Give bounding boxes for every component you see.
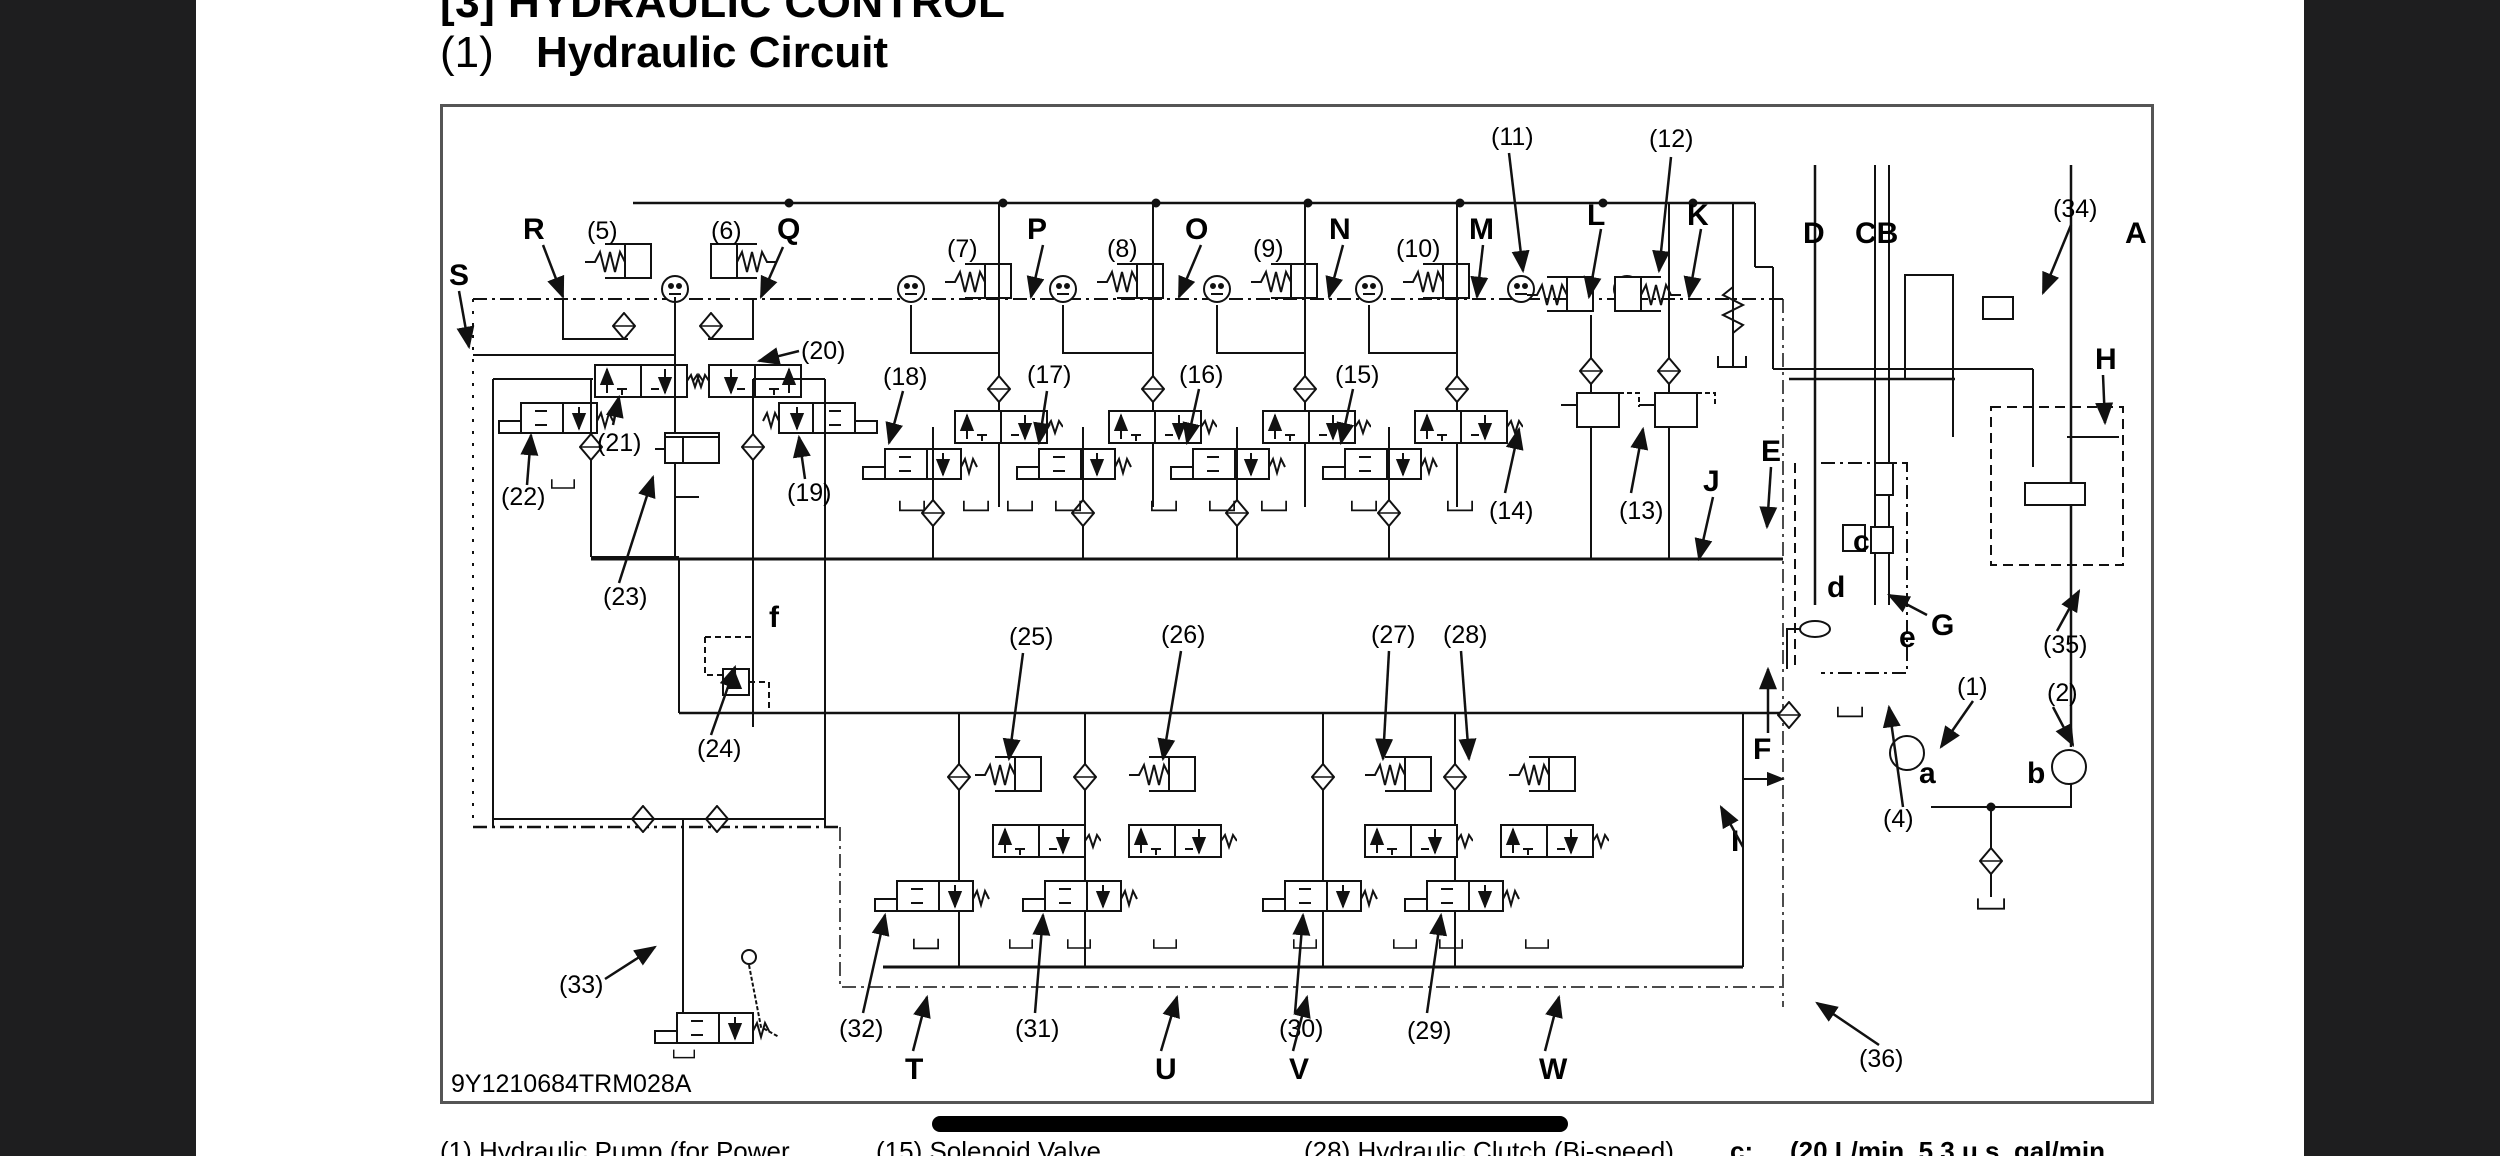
callout-21: (21) [597, 429, 641, 457]
port-U: U [1155, 1053, 1177, 1086]
port-A: A [2125, 217, 2147, 250]
port-J: J [1703, 465, 1720, 498]
port-O: O [1185, 213, 1208, 246]
scroll-indicator[interactable] [932, 1116, 1568, 1132]
circuit-svg: (5) (6) (7) (8) (9) (10) (11) (12) (13) … [449, 123, 2147, 1086]
callout-12: (12) [1649, 125, 1693, 153]
callout-16: (16) [1179, 361, 1223, 389]
callout-13: (13) [1619, 497, 1663, 525]
port-S: S [449, 259, 469, 292]
legend-item-1: (1) Hydraulic Pump (for Power [440, 1136, 790, 1156]
callout-31: (31) [1015, 1015, 1059, 1043]
callout-18: (18) [883, 363, 927, 391]
callout-2: (2) [2047, 679, 2078, 707]
callout-6: (6) [711, 217, 742, 245]
callout-24: (24) [697, 735, 741, 763]
legend-key-c: c: [1730, 1136, 1754, 1156]
manual-page: [3] HYDRAULIC CONTROL (1) Hydraulic Circu… [196, 0, 2304, 1156]
port-K: K [1687, 199, 1709, 232]
callout-1: (1) [1957, 673, 1988, 701]
legend-value-c: (20 L/min, 5.3 u.s. gal/min [1790, 1136, 2105, 1156]
sub-a: a [1919, 757, 1936, 790]
callout-29: (29) [1407, 1017, 1451, 1045]
callout-8: (8) [1107, 235, 1138, 263]
sub-e: e [1899, 621, 1916, 654]
port-N: N [1329, 213, 1351, 246]
sub-c: c [1853, 525, 1870, 558]
lower-valve-bank [875, 713, 1785, 969]
callout-34: (34) [2053, 195, 2097, 223]
callout-17: (17) [1027, 361, 1071, 389]
sub-f: f [769, 601, 780, 634]
callout-20: (20) [801, 337, 845, 365]
callout-26: (26) [1161, 621, 1205, 649]
callout-5: (5) [587, 217, 618, 245]
legend-partial: (1) Hydraulic Pump (for Power (15) Solen… [440, 1136, 2200, 1156]
callout-10: (10) [1396, 235, 1440, 263]
sub-title-number: (1) [440, 28, 494, 77]
callout-9: (9) [1253, 235, 1284, 263]
callout-33: (33) [559, 971, 603, 999]
callout-22: (22) [501, 483, 545, 511]
port-T: T [905, 1053, 923, 1086]
callout-28: (28) [1443, 621, 1487, 649]
callout-15: (15) [1335, 361, 1379, 389]
legend-item-15: (15) Solenoid Valve [876, 1136, 1101, 1156]
port-R: R [523, 213, 545, 246]
sub-d: d [1827, 571, 1845, 604]
port-Q: Q [777, 213, 800, 246]
callout-11: (11) [1491, 123, 1534, 151]
callout-32: (32) [839, 1015, 883, 1043]
port-W: W [1539, 1053, 1568, 1086]
port-E: E [1761, 435, 1781, 468]
port-G: G [1931, 609, 1954, 642]
callout-23: (23) [603, 583, 647, 611]
port-P: P [1027, 213, 1047, 246]
callout-19: (19) [787, 479, 831, 507]
callout-35: (35) [2043, 631, 2087, 659]
port-F: F [1753, 733, 1771, 766]
callout-36: (36) [1859, 1045, 1903, 1073]
port-M: M [1469, 213, 1494, 246]
port-I: I [1731, 825, 1739, 858]
callout-labels: (5) (6) (7) (8) (9) (10) (11) (12) (13) … [501, 123, 2097, 1073]
port-labels: R Q S P O N M L K D CB A H J E F G I T U [449, 199, 2147, 1086]
callout-4: (4) [1883, 805, 1914, 833]
leader-arrows [456, 152, 2114, 1052]
sub-b: b [2027, 757, 2045, 790]
figure-code: 9Y1210684TRM028A [451, 1070, 692, 1098]
port-L: L [1587, 199, 1605, 232]
port-D: D [1803, 217, 1825, 250]
callout-25: (25) [1009, 623, 1053, 651]
hydraulic-circuit-diagram: (5) (6) (7) (8) (9) (10) (11) (12) (13) … [440, 104, 2154, 1104]
callout-27: (27) [1371, 621, 1415, 649]
callout-14: (14) [1489, 497, 1533, 525]
upper-valve-bank [863, 203, 1641, 559]
section-title: [3] HYDRAULIC CONTROL [440, 0, 1006, 27]
sub-title: (1) Hydraulic Circuit [440, 28, 888, 78]
callout-7: (7) [947, 235, 978, 263]
sub-title-text: Hydraulic Circuit [536, 28, 889, 77]
legend-item-28: (28) Hydraulic Clutch (Bi-speed) [1304, 1136, 1674, 1156]
port-CB: CB [1855, 217, 1898, 250]
port-V: V [1289, 1053, 1309, 1086]
port-H: H [2095, 343, 2117, 376]
